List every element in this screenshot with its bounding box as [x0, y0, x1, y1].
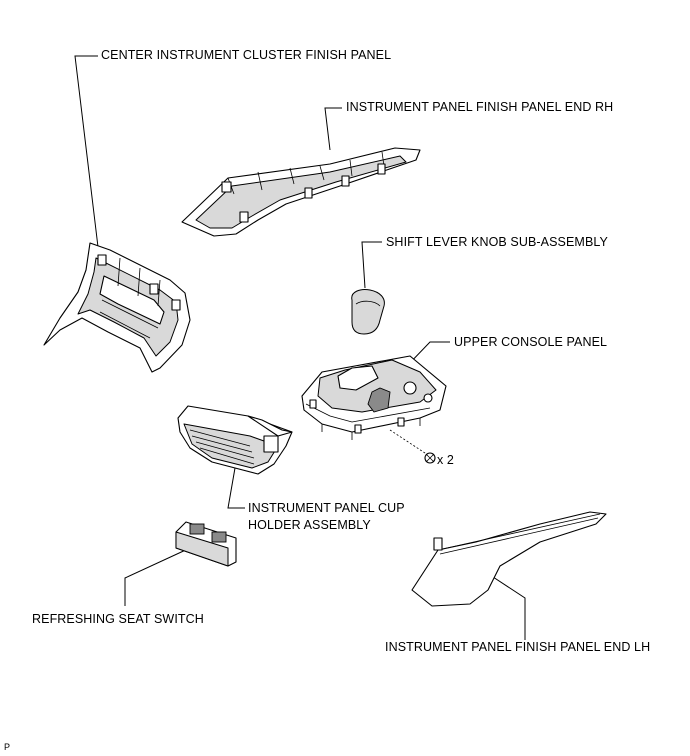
seat-switch-part	[175, 521, 237, 567]
label-upper-console-panel: UPPER CONSOLE PANEL	[454, 335, 608, 349]
leader-end-rh	[324, 107, 342, 151]
upper-console-part	[301, 355, 447, 440]
corner-mark: P	[4, 742, 11, 752]
leader-screw	[389, 429, 429, 456]
label-finish-panel-end-lh: INSTRUMENT PANEL FINISH PANEL END LH	[385, 640, 651, 654]
leader-cup-holder	[227, 467, 245, 509]
leader-seat-switch	[124, 547, 191, 606]
shift-knob-part	[351, 289, 385, 335]
center-cluster-panel-part	[43, 242, 191, 373]
leader-shift-knob	[361, 241, 382, 289]
label-cup-holder-line2: HOLDER ASSEMBLY	[248, 518, 371, 532]
label-cup-holder-line1: INSTRUMENT PANEL CUP	[248, 501, 405, 515]
label-center-cluster-panel: CENTER INSTRUMENT CLUSTER FINISH PANEL	[101, 48, 392, 62]
label-shift-knob: SHIFT LEVER KNOB SUB-ASSEMBLY	[386, 235, 608, 249]
leader-end-lh	[489, 574, 526, 640]
finish-panel-end-rh-part	[181, 147, 421, 237]
label-screw-quantity: x 2	[437, 453, 454, 467]
label-finish-panel-end-rh: INSTRUMENT PANEL FINISH PANEL END RH	[346, 100, 614, 114]
leader-center-cluster	[74, 55, 99, 248]
label-refreshing-seat-switch: REFRESHING SEAT SWITCH	[32, 612, 204, 626]
finish-panel-end-lh-part	[411, 511, 607, 607]
leader-lines	[74, 55, 526, 640]
cup-holder-part	[177, 405, 293, 475]
screw-part	[424, 452, 436, 464]
